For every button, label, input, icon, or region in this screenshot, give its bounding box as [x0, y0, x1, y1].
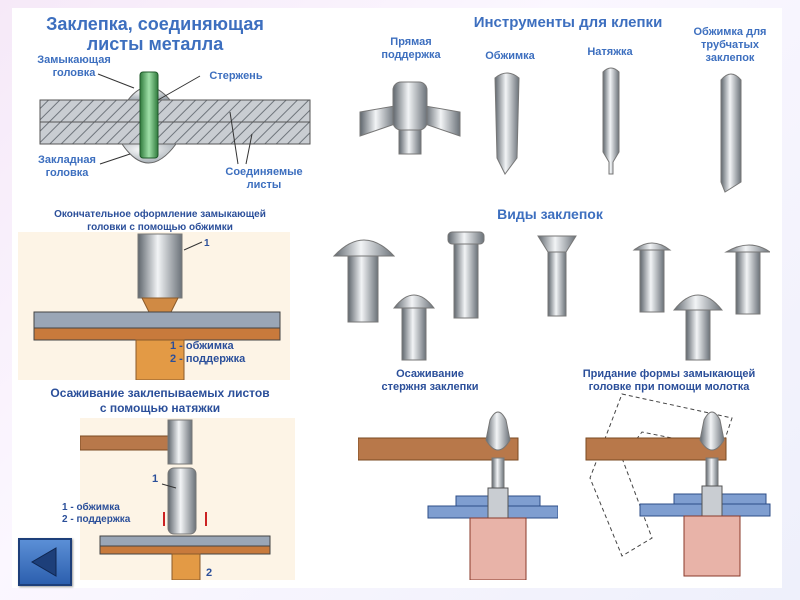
hammer-head-left [167, 419, 193, 465]
section1-title-line1: Заклепка, соединяющая [46, 14, 264, 34]
finishing-upper-sheet [33, 311, 281, 329]
straight-support-tool [359, 81, 461, 155]
section1-title: Заклепка, соединяющая листы металла [20, 14, 290, 54]
drawer-tool [602, 67, 620, 175]
label-embedded-head: Закладная головка [38, 154, 96, 179]
pan-head-rivet [632, 242, 672, 313]
rivet-types-illustration [332, 231, 770, 361]
back-arrow-icon [31, 547, 57, 577]
section1-title-line2: листы металла [86, 34, 224, 54]
upsetting-sheets-diagram: 1 2 [80, 418, 295, 580]
dashed-hammer-outline [589, 393, 733, 557]
tools-illustration [359, 67, 742, 193]
finishing-num: 1 [204, 238, 210, 249]
upsetting-num-2: 2 [206, 567, 212, 579]
hammer-forming-caption: Придание формы замыкающей головке при по… [582, 368, 756, 393]
upsetting-hammer-head [485, 411, 511, 451]
finishing-diagram: 1 [18, 232, 290, 380]
upsetting-shank-diagram [358, 411, 558, 580]
crimp-tool [494, 72, 520, 175]
upsetting-num-1: 1 [152, 473, 158, 485]
upsetting-sheets-legend: 1 - обжимка 2 - поддержка [62, 502, 131, 525]
upsetting-support [171, 553, 201, 580]
label-closing-head: Замыкающая головка [37, 54, 111, 79]
rivet-types-title: Виды заклепок [497, 206, 603, 222]
rivet-cross-section-diagram [39, 71, 311, 165]
upper-sheet [39, 99, 311, 123]
semi-tubular-rivet [672, 294, 724, 361]
lower-sheet [39, 121, 311, 145]
back-button[interactable] [18, 538, 72, 586]
tool-label-drawer: Натяжка [587, 46, 633, 58]
crimp-body [137, 233, 183, 299]
round-head-rivet [332, 239, 396, 323]
hammer-forming-diagram [585, 393, 771, 577]
finishing-legend: 1 - обжимка 2 - поддержка [170, 340, 246, 365]
tool-label-straight-support: Прямая поддержка [381, 36, 441, 61]
shank-support-block [469, 517, 527, 580]
forming-support-block [683, 515, 741, 577]
tools-title: Инструменты для клепки [473, 14, 663, 31]
label-joined-sheets: Соединяемые листы [225, 166, 303, 191]
upsetting-shank-caption: Осаживание стержня заклепки [381, 368, 479, 393]
small-round-head-rivet [392, 294, 436, 361]
tubular-crimp-tool [720, 73, 742, 193]
drawer-body [167, 467, 197, 535]
hammer-handle-middle [358, 437, 519, 461]
countersunk-rivet [537, 235, 577, 317]
upsetting-sheets-caption: Осаживание заклепываемых листов с помощь… [50, 386, 270, 415]
label-shank: Стержень [209, 70, 263, 82]
hammer-handle-right [585, 437, 727, 461]
finishing-caption: Окончательное оформление замыкающей голо… [54, 209, 266, 233]
tool-label-tubular-crimp: Обжимка для трубчатых заклепок [693, 26, 767, 64]
truss-head-rivet [724, 244, 770, 315]
rivet-shank [139, 71, 159, 159]
finishing-support [135, 339, 185, 380]
tool-label-crimp: Обжимка [485, 50, 535, 62]
finishing-lower-sheet [33, 327, 281, 341]
flat-head-rivet [447, 231, 485, 319]
